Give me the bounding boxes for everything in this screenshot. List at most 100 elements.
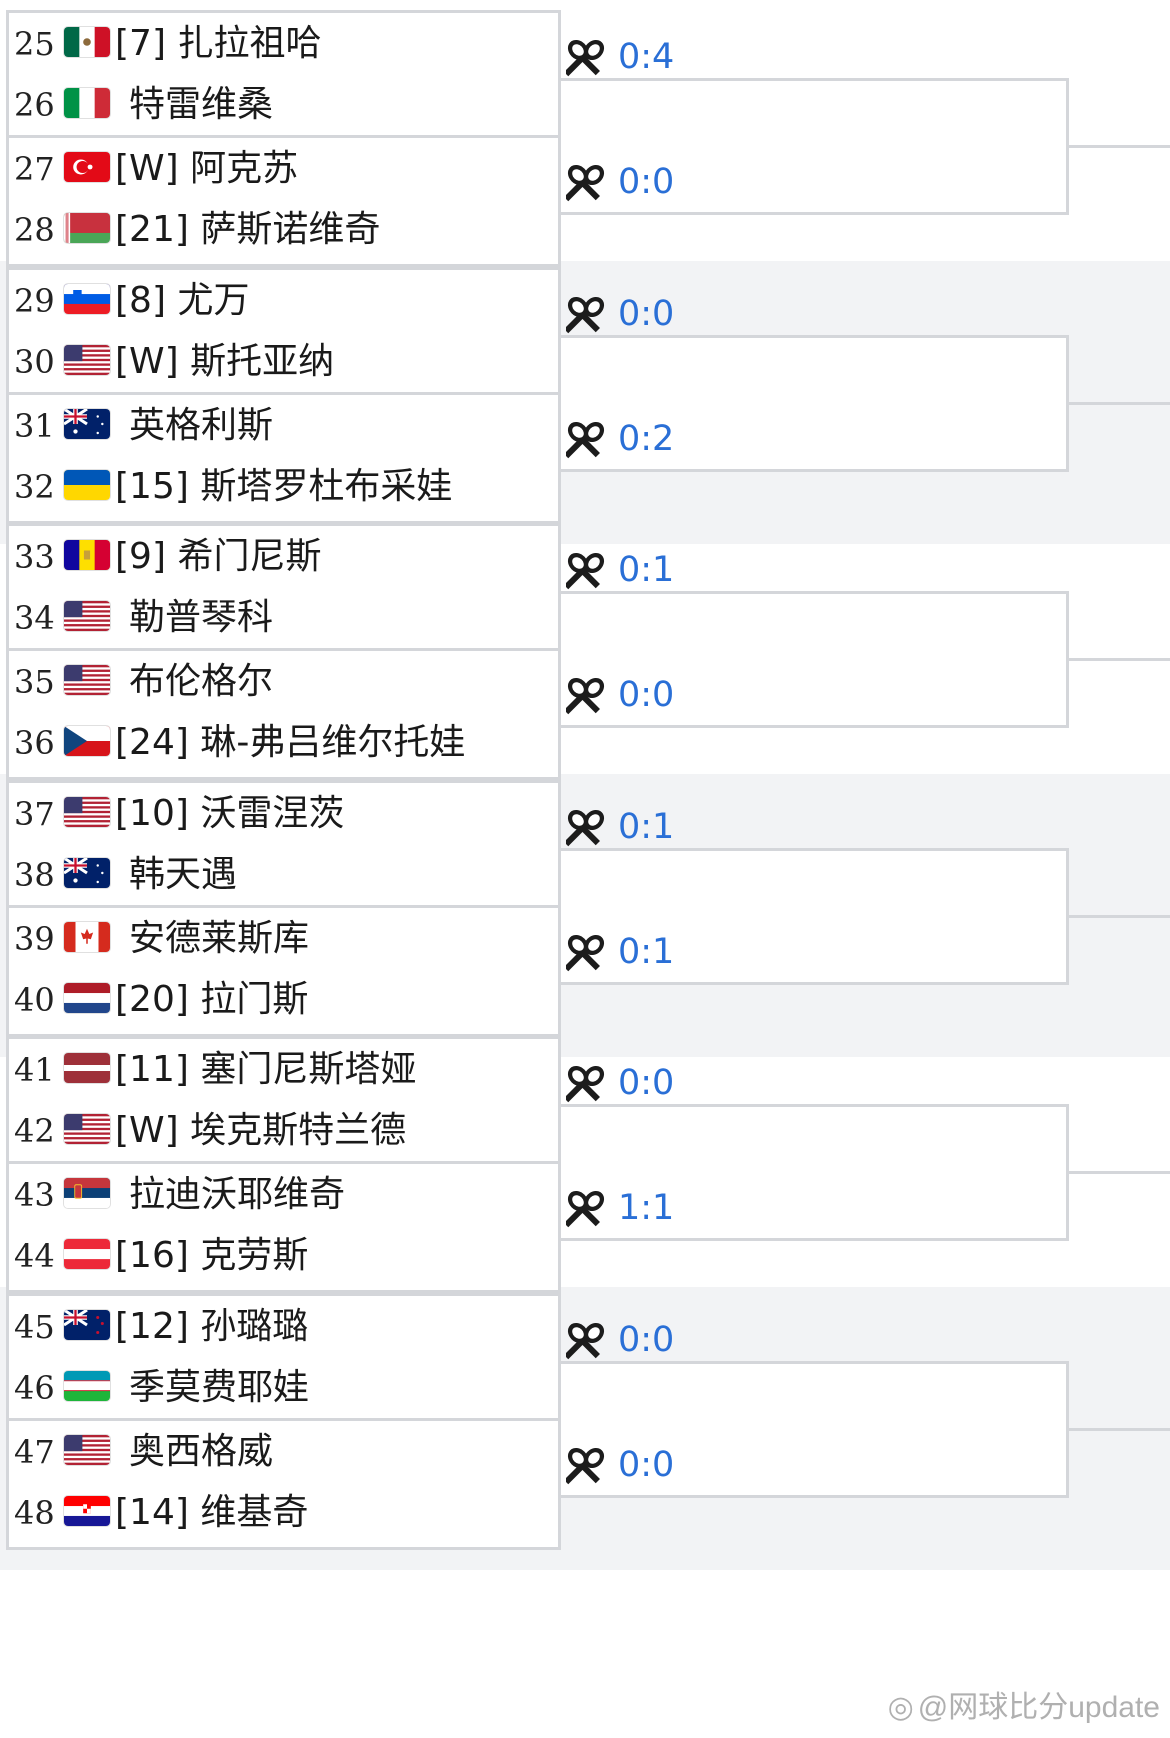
h2h-score[interactable]: 0:1	[618, 550, 675, 590]
bracket-connector	[1069, 401, 1170, 405]
h2h-score[interactable]: 1:1	[618, 1188, 675, 1228]
draw-position: 47	[14, 1432, 55, 1471]
flag-icon	[64, 1053, 110, 1083]
draw-position: 41	[14, 1051, 55, 1089]
head-to-head[interactable]: 0:0	[566, 1315, 706, 1365]
h2h-score[interactable]: 0:4	[618, 37, 675, 77]
flag-icon	[64, 1114, 110, 1144]
player-name: [W] 阿克苏	[115, 148, 299, 189]
player-name: 英格利斯	[129, 404, 274, 446]
player-row[interactable]: 40[20] 拉门斯	[9, 967, 559, 1033]
flag-icon	[64, 213, 110, 243]
player-row[interactable]: 25[7] 扎拉祖哈	[9, 11, 559, 77]
h2h-score[interactable]: 0:0	[618, 1444, 675, 1485]
player-row[interactable]: 41[11] 塞门尼斯塔娅	[9, 1037, 559, 1103]
draw-position: 48	[14, 1493, 55, 1532]
head-to-head[interactable]: 0:0	[566, 157, 706, 207]
h2h-score[interactable]: 0:0	[618, 293, 675, 334]
head-to-head[interactable]: 0:1	[566, 927, 706, 977]
draw-position: 33	[14, 538, 55, 576]
match-card[interactable]: 45[12] 孙璐璐 46 季莫费耶娃	[6, 1292, 561, 1425]
player-row[interactable]: 48 [14] 维基奇	[9, 1480, 559, 1546]
player-name: [8] 尤万	[115, 279, 250, 321]
h2h-score[interactable]: 0:1	[618, 931, 675, 972]
match-card[interactable]: 41[11] 塞门尼斯塔娅 42 [W] 埃克斯特兰德	[6, 1036, 561, 1168]
draw-position: 46	[14, 1368, 55, 1407]
bracket-connector	[1069, 1171, 1170, 1174]
head-to-head[interactable]: 0:1	[566, 545, 706, 595]
h2h-score[interactable]: 0:0	[618, 675, 675, 715]
player-row[interactable]: 27[W] 阿克苏	[9, 136, 559, 202]
player-row[interactable]: 29 [8] 尤万	[9, 268, 559, 334]
next-round-slot[interactable]	[561, 334, 1069, 472]
draw-position: 32	[14, 467, 55, 506]
player-name: 布伦格尔	[129, 661, 274, 702]
player-name: [16] 克劳斯	[115, 1235, 309, 1276]
flag-icon	[64, 796, 110, 827]
player-row[interactable]: 46 季莫费耶娃	[9, 1355, 559, 1421]
crossed-rackets-icon	[566, 808, 606, 848]
head-to-head[interactable]: 0:2	[566, 414, 706, 464]
next-round-slot[interactable]	[561, 1360, 1069, 1498]
draw-position: 36	[14, 724, 55, 762]
next-round-slot[interactable]	[561, 591, 1069, 728]
head-to-head[interactable]: 0:0	[566, 1058, 706, 1108]
player-row[interactable]: 32[15] 斯塔罗杜布采娃	[9, 454, 559, 520]
h2h-score[interactable]: 0:1	[618, 806, 675, 847]
player-name: [W] 斯托亚纳	[115, 340, 335, 382]
head-to-head[interactable]: 0:0	[566, 1440, 706, 1490]
player-name: 季莫费耶娃	[129, 1366, 310, 1408]
crossed-rackets-icon	[566, 676, 606, 716]
h2h-score[interactable]: 0:0	[618, 1319, 675, 1360]
player-name: [W] 埃克斯特兰德	[115, 1110, 407, 1151]
player-row[interactable]: 28[21] 萨斯诺维奇	[9, 197, 559, 263]
player-row[interactable]: 30[W] 斯托亚纳	[9, 329, 559, 395]
draw-position: 42	[14, 1112, 55, 1150]
next-round-slot[interactable]	[561, 1104, 1069, 1241]
head-to-head[interactable]: 0:0	[566, 289, 706, 339]
player-row[interactable]: 37[10] 沃雷涅茨	[9, 781, 559, 847]
player-name: [14] 维基奇	[115, 1491, 309, 1533]
player-row[interactable]: 45[12] 孙璐璐	[9, 1294, 559, 1360]
h2h-score[interactable]: 0:0	[618, 162, 675, 202]
head-to-head[interactable]: 0:1	[566, 802, 706, 852]
player-name: [21] 萨斯诺维奇	[115, 209, 381, 250]
head-to-head[interactable]: 0:0	[566, 670, 706, 720]
player-name: 安德莱斯库	[129, 917, 310, 959]
flag-icon	[64, 601, 110, 631]
next-round-slot[interactable]	[561, 78, 1069, 215]
head-to-head[interactable]: 0:4	[566, 32, 706, 82]
draw-position: 29	[14, 281, 55, 320]
player-row[interactable]: 42 [W] 埃克斯特兰德	[9, 1098, 559, 1164]
draw-position: 44	[14, 1237, 55, 1275]
next-round-slot[interactable]	[561, 847, 1069, 985]
player-row[interactable]: 33[9] 希门尼斯	[9, 524, 559, 590]
flag-icon	[64, 344, 110, 375]
draw-position: 38	[14, 855, 55, 894]
player-row[interactable]: 44 [16] 克劳斯	[9, 1223, 559, 1289]
player-row[interactable]: 36[24] 琳-弗吕维尔托娃	[9, 710, 559, 776]
head-to-head[interactable]: 1:1	[566, 1183, 706, 1233]
h2h-score[interactable]: 0:0	[618, 1063, 675, 1103]
match-card[interactable]: 29 [8] 尤万 30[W] 斯托亚纳	[6, 266, 561, 399]
h2h-score[interactable]: 0:2	[618, 418, 675, 459]
crossed-rackets-icon	[566, 38, 606, 78]
watermark: ◎@网球比分update	[888, 1682, 1160, 1726]
